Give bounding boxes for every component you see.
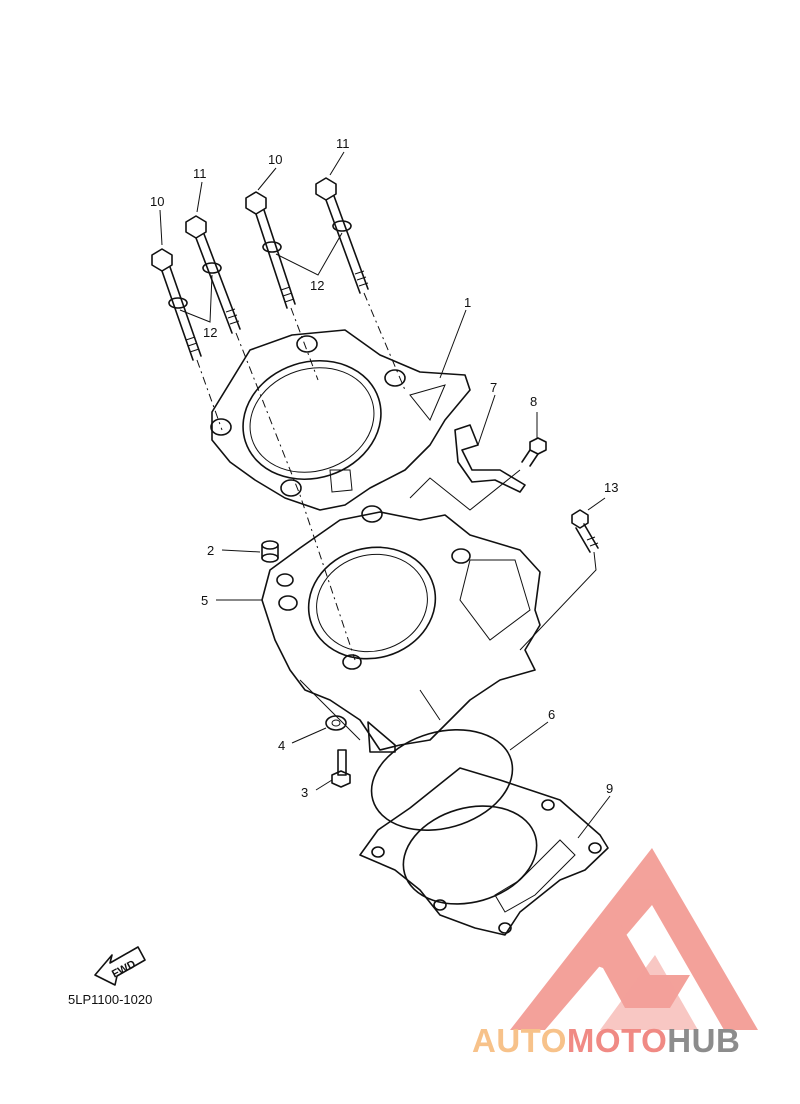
svg-text:5: 5 bbox=[201, 593, 208, 608]
label-9: 9 bbox=[577, 781, 613, 839]
svg-text:10: 10 bbox=[268, 152, 282, 167]
label-13: 13 bbox=[587, 480, 618, 511]
svg-text:12: 12 bbox=[310, 278, 324, 293]
svg-text:1: 1 bbox=[464, 295, 471, 310]
watermark-text: AUTOMOTOHUB bbox=[472, 1022, 740, 1059]
svg-text:AUTOMOTOHUB: AUTOMOTOHUB bbox=[472, 1022, 740, 1059]
svg-text:10: 10 bbox=[150, 194, 164, 209]
svg-text:7: 7 bbox=[490, 380, 497, 395]
watermark-logo-icon bbox=[510, 848, 758, 1030]
label-12-right: 12 bbox=[275, 232, 343, 293]
dowel-pin[interactable] bbox=[261, 540, 279, 563]
label-3: 3 bbox=[301, 779, 333, 800]
bolt-13[interactable] bbox=[571, 509, 599, 553]
label-7: 7 bbox=[490, 380, 497, 395]
washer[interactable] bbox=[325, 715, 347, 731]
cylinder-block[interactable] bbox=[261, 511, 541, 753]
label-11-right: 11 bbox=[329, 136, 350, 176]
svg-text:11: 11 bbox=[336, 136, 350, 151]
bolt-10-right[interactable] bbox=[245, 191, 296, 309]
label-1: 1 bbox=[439, 295, 471, 379]
bolt-11-left[interactable] bbox=[185, 215, 241, 334]
label-10-left: 10 bbox=[150, 194, 164, 246]
stud-bolt[interactable] bbox=[331, 749, 351, 788]
svg-text:8: 8 bbox=[530, 394, 537, 409]
svg-text:6: 6 bbox=[548, 707, 555, 722]
svg-text:9: 9 bbox=[606, 781, 613, 796]
svg-text:13: 13 bbox=[604, 480, 618, 495]
bolt-11-right[interactable] bbox=[315, 177, 369, 294]
label-8: 8 bbox=[530, 394, 538, 438]
label-11-left: 11 bbox=[193, 166, 207, 213]
bolt-10-left[interactable] bbox=[151, 248, 202, 361]
svg-text:11: 11 bbox=[193, 166, 207, 181]
guide-clip[interactable] bbox=[454, 394, 526, 493]
svg-text:4: 4 bbox=[278, 738, 285, 753]
label-10-right: 10 bbox=[257, 152, 282, 191]
svg-text:FWD: FWD bbox=[110, 958, 138, 980]
label-12-left: 12 bbox=[179, 274, 217, 340]
svg-text:2: 2 bbox=[207, 543, 214, 558]
svg-text:12: 12 bbox=[203, 325, 217, 340]
label-5: 5 bbox=[201, 593, 262, 608]
cylinder-head-gasket[interactable] bbox=[210, 329, 471, 523]
diagram-code: 5LP1100-1020 bbox=[68, 992, 152, 1007]
svg-text:3: 3 bbox=[301, 785, 308, 800]
label-6: 6 bbox=[509, 707, 555, 751]
fwd-arrow-icon: FWD bbox=[94, 946, 146, 986]
o-ring[interactable] bbox=[360, 714, 525, 846]
clip-bolt[interactable] bbox=[521, 437, 547, 467]
label-2: 2 bbox=[207, 543, 261, 558]
label-4: 4 bbox=[278, 727, 327, 753]
cylinder-base-gasket[interactable] bbox=[359, 767, 609, 936]
